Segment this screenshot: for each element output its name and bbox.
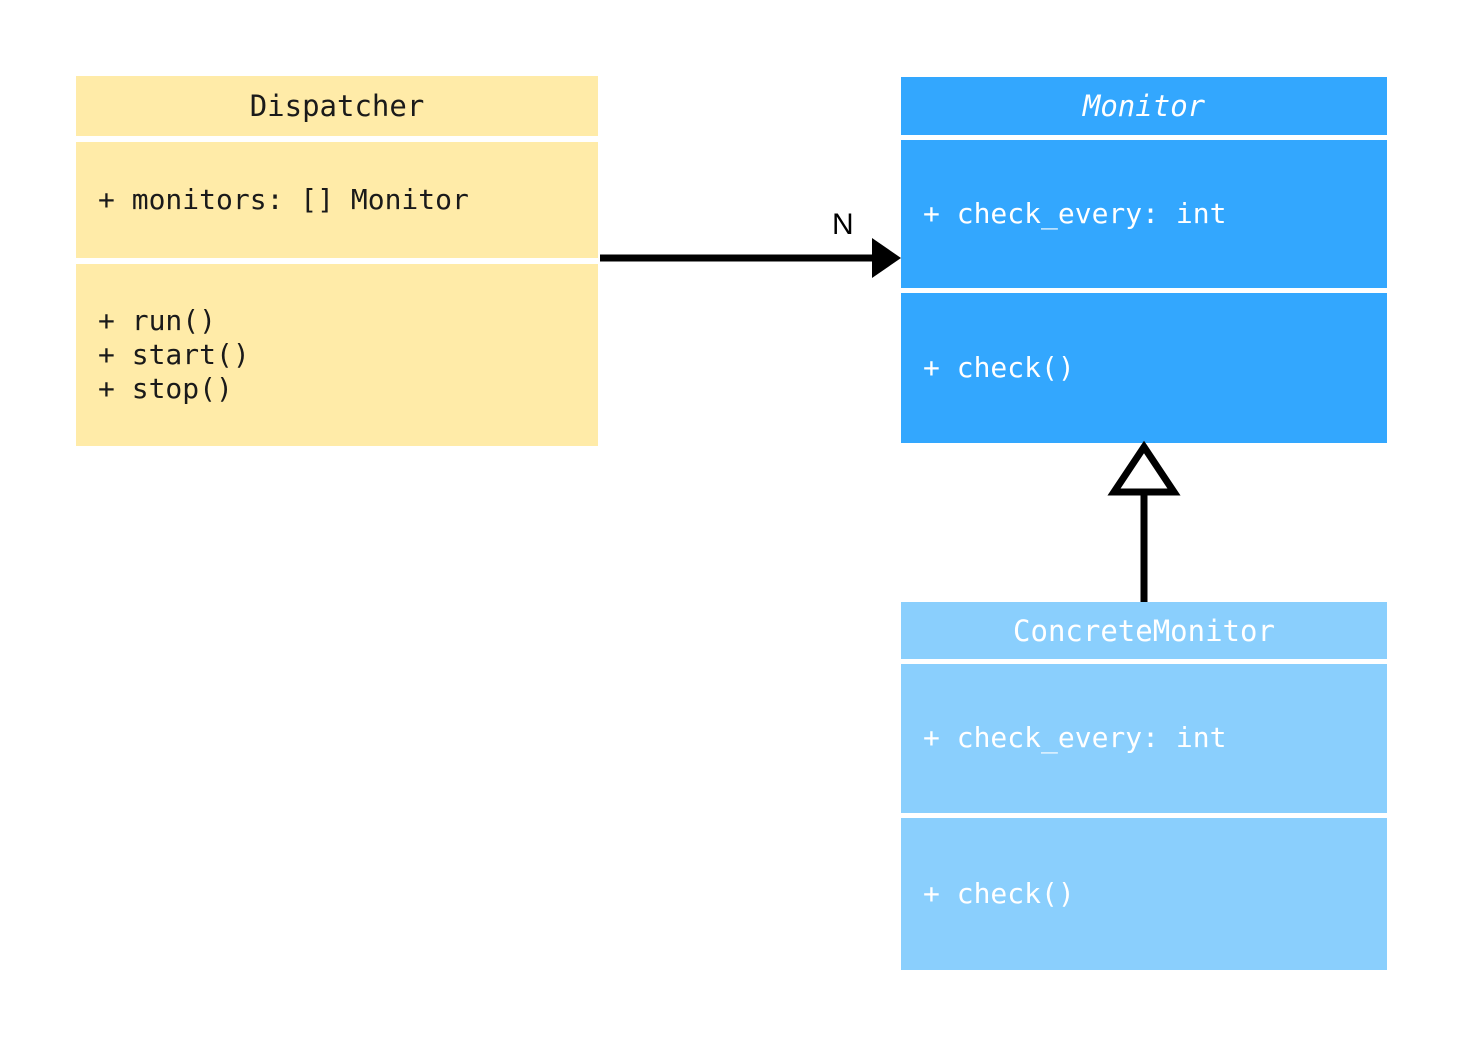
attributes-compartment-concrete-monitor: + check_every: int bbox=[901, 664, 1387, 813]
class-box-dispatcher[interactable]: Dispatcher + monitors: [] Monitor + run(… bbox=[76, 76, 598, 446]
operation-row: + check() bbox=[923, 876, 1075, 910]
operations-compartment-dispatcher: + run() + start() + stop() bbox=[76, 263, 598, 446]
attribute-row: + monitors: [] Monitor bbox=[98, 182, 469, 216]
class-name-dispatcher: Dispatcher bbox=[76, 76, 598, 137]
association-multiplicity-label: N bbox=[832, 208, 854, 241]
compartment-divider bbox=[901, 288, 1387, 293]
compartment-divider bbox=[901, 813, 1387, 818]
operation-row: + run() bbox=[98, 303, 217, 337]
operations-compartment-concrete-monitor: + check() bbox=[901, 818, 1387, 970]
association-dispatcher-to-monitor bbox=[600, 238, 901, 278]
operation-row: + stop() bbox=[98, 372, 233, 406]
compartment-divider bbox=[76, 136, 598, 142]
generalization-concrete-monitor-to-monitor bbox=[1107, 440, 1181, 602]
class-box-concrete-monitor[interactable]: ConcreteMonitor + check_every: int + che… bbox=[901, 602, 1387, 970]
filled-arrowhead-icon bbox=[872, 238, 901, 278]
attribute-row: + check_every: int bbox=[923, 196, 1227, 230]
compartment-divider bbox=[901, 135, 1387, 140]
compartment-divider bbox=[901, 659, 1387, 664]
hollow-triangle-arrowhead-icon bbox=[1107, 440, 1181, 496]
class-box-monitor[interactable]: Monitor + check_every: int + check() bbox=[901, 77, 1387, 443]
operation-row: + start() bbox=[98, 337, 250, 371]
attributes-compartment-monitor: + check_every: int bbox=[901, 140, 1387, 288]
class-name-concrete-monitor: ConcreteMonitor bbox=[901, 602, 1387, 659]
operation-row: + check() bbox=[923, 350, 1075, 384]
compartment-divider bbox=[76, 258, 598, 264]
attribute-row: + check_every: int bbox=[923, 721, 1227, 755]
attributes-compartment-dispatcher: + monitors: [] Monitor bbox=[76, 141, 598, 259]
class-name-monitor: Monitor bbox=[901, 77, 1387, 135]
operations-compartment-monitor: + check() bbox=[901, 293, 1387, 443]
